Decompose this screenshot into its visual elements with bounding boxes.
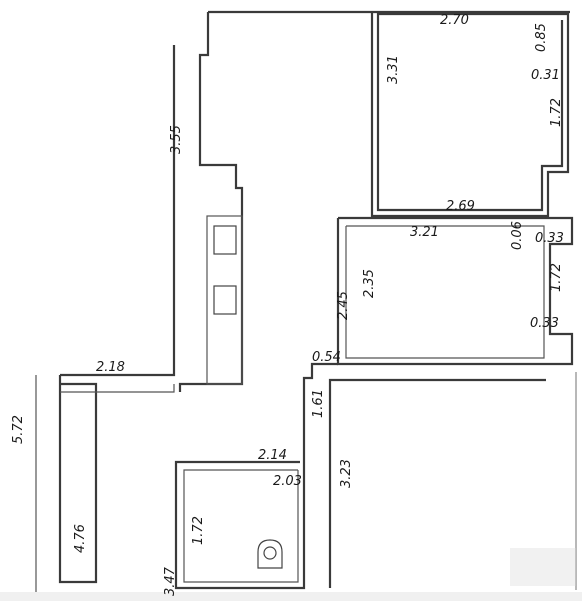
hall-left-wall xyxy=(60,45,176,377)
bathroom-inner xyxy=(183,469,299,583)
dim-hall-height: 3.55 xyxy=(169,125,184,154)
dim-corridor-lower: 1.61 xyxy=(311,389,326,418)
stove-fixture xyxy=(213,225,237,255)
dim-top-room-right-a: 0.85 xyxy=(534,23,549,52)
dim-bottom-left-height: 3.47 xyxy=(163,566,178,596)
dim-top-room-right-b: 0.31 xyxy=(531,68,560,83)
dim-top-room-left-height: 3.31 xyxy=(386,55,401,84)
dim-top-room-width: 2.70 xyxy=(440,13,469,28)
dim-mid-room-top-width: 3.21 xyxy=(410,225,439,240)
toilet-fixture xyxy=(257,539,283,569)
dim-hall-width: 2.18 xyxy=(96,360,125,375)
dim-mid-room-left-height: 2.35 xyxy=(362,269,377,298)
dim-mid-room-small-a: 0.06 xyxy=(510,221,525,250)
dim-bath-top-inner: 2.03 xyxy=(273,474,302,489)
mid-room-inner xyxy=(345,225,545,359)
dim-mid-room-right-c: 1.72 xyxy=(549,263,564,292)
top-room-walls xyxy=(370,12,570,218)
dim-bath-height: 1.72 xyxy=(191,516,206,545)
watermark xyxy=(510,548,576,586)
dim-outer-height: 5.72 xyxy=(11,415,26,444)
floor-band xyxy=(0,592,582,601)
lower-right-wall xyxy=(328,378,546,588)
dim-mid-room-small-b: 0.33 xyxy=(535,231,564,246)
hall-kitchen-wall xyxy=(178,12,244,392)
dim-bath-top-outer: 2.14 xyxy=(258,448,287,463)
dim-top-room-bottom-width: 2.69 xyxy=(446,199,475,214)
mid-room-walls xyxy=(336,216,574,366)
balcony-top-link xyxy=(60,384,175,393)
balcony-walls xyxy=(58,375,98,584)
dim-mid-room-right-d: 0.33 xyxy=(530,316,559,331)
sink-fixture xyxy=(213,285,237,315)
kitchen-counter xyxy=(206,215,243,385)
dim-balcony-length: 4.76 xyxy=(73,524,88,553)
dim-top-room-right-c: 1.72 xyxy=(549,98,564,127)
dim-lower-right-height: 3.23 xyxy=(339,459,354,488)
corridor-left-wall xyxy=(302,362,338,460)
dim-corridor-height: 2.45 xyxy=(336,291,351,320)
dim-corridor-step: 0.54 xyxy=(312,350,341,365)
bathroom-outer xyxy=(174,460,306,590)
